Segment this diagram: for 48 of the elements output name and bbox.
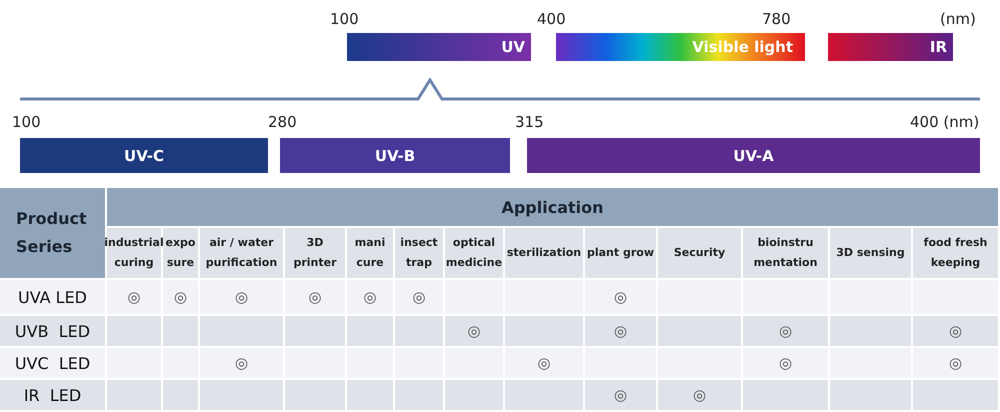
scale-label: 315 (515, 113, 544, 131)
applicable-mark: ◎ (467, 322, 481, 340)
column-header: industrial curing (107, 228, 163, 280)
column-header: insect trap (395, 228, 445, 280)
column-header: food fresh keeping (913, 228, 1000, 280)
applicable-mark: ◎ (234, 354, 248, 372)
table-header: Application (107, 188, 1000, 228)
row-header: UVC LED (0, 348, 107, 380)
applicable-mark: ◎ (948, 322, 962, 340)
applicable-mark: ◎ (174, 288, 188, 306)
spectrum-band: UV (347, 33, 531, 61)
applicable-mark: ◎ (308, 288, 322, 306)
column-header: plant grow (585, 228, 658, 280)
row-header: UVB LED (0, 316, 107, 348)
applicable-mark: ◎ (614, 288, 628, 306)
scale-label: 780 (762, 10, 791, 28)
column-header: air / water purification (200, 228, 285, 280)
applicable-mark: ◎ (234, 288, 248, 306)
applicable-mark: ◎ (537, 354, 551, 372)
scale-label: (nm) (940, 10, 976, 28)
spectrum-band: UV-B (280, 138, 510, 173)
column-header: optical medicine (445, 228, 505, 280)
scale-label: 400 (nm) (910, 113, 980, 131)
applicable-mark: ◎ (778, 322, 792, 340)
column-header: Security (658, 228, 743, 280)
spectrum-band: UV-C (20, 138, 268, 173)
applicable-mark: ◎ (948, 354, 962, 372)
column-header: mani cure (347, 228, 395, 280)
applicable-mark: ◎ (614, 322, 628, 340)
applicable-mark: ◎ (692, 386, 706, 404)
spectrum-band: UV-A (527, 138, 980, 173)
spectrum-band: IR (828, 33, 953, 61)
scale-label: 100 (12, 113, 41, 131)
scale-label: 280 (268, 113, 297, 131)
row-header: IR LED (0, 380, 107, 412)
scale-label: 400 (537, 10, 566, 28)
scale-label: 100 (330, 10, 359, 28)
row-header: UVA LED (0, 280, 107, 316)
applicable-mark: ◎ (412, 288, 426, 306)
column-header: sterilization (505, 228, 585, 280)
applicable-mark: ◎ (127, 288, 141, 306)
applicable-mark: ◎ (614, 386, 628, 404)
column-header: bioinstru mentation (743, 228, 830, 280)
column-header: expo sure (163, 228, 200, 280)
column-header: 3D sensing (830, 228, 913, 280)
applicable-mark: ◎ (778, 354, 792, 372)
column-header: 3D printer (285, 228, 347, 280)
applicable-mark: ◎ (363, 288, 377, 306)
